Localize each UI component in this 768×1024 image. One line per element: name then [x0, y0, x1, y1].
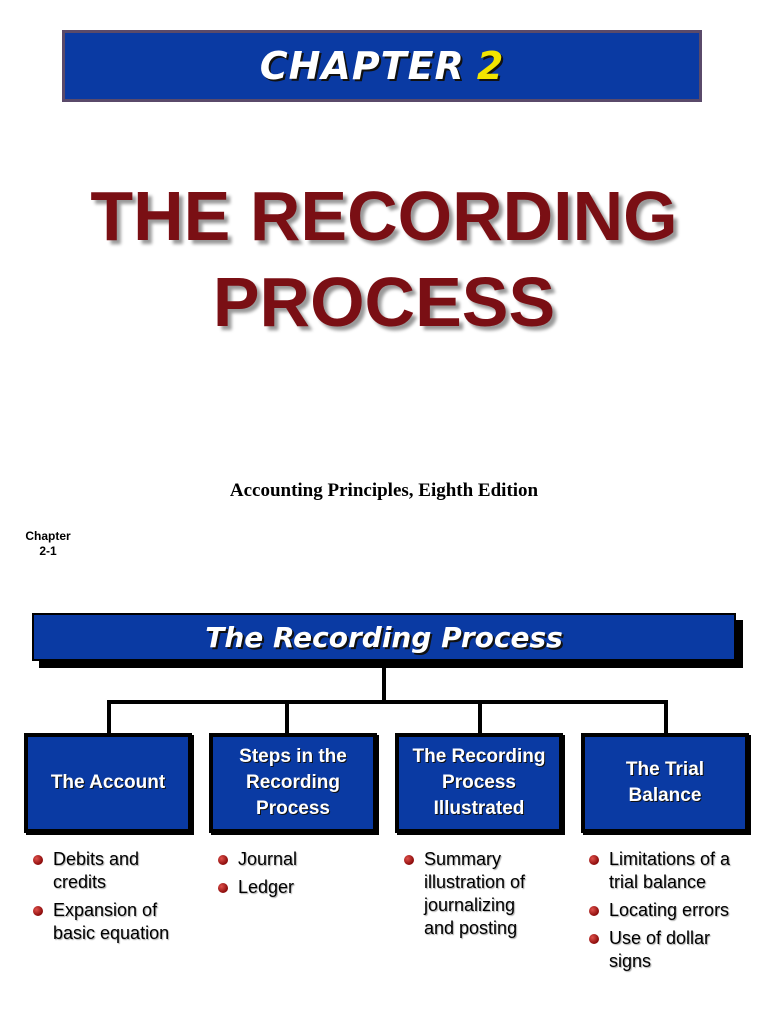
bullet-icon [33, 855, 43, 865]
connector-horizontal [107, 700, 668, 704]
connector-drop-4 [664, 700, 668, 733]
bullet-icon [589, 906, 599, 916]
topic-label: The Trial Balance [625, 759, 705, 806]
bullet-text: Journal [238, 849, 298, 869]
connector-drop-3 [478, 700, 482, 733]
bullet-icon [33, 906, 43, 916]
connector-drop-1 [107, 700, 111, 733]
bullet-text: Expansion of basic equation [53, 900, 170, 943]
chapter-word: CHAPTER [259, 44, 465, 88]
bullet-icon [404, 855, 414, 865]
topic-box-recording-illustrated: The Recording Process Illustrated [395, 733, 563, 833]
bullet-text: Debits and credits [53, 849, 140, 892]
bullet-icon [589, 855, 599, 865]
bullet-icon [218, 855, 228, 865]
bullet-icon [589, 934, 599, 944]
bullet-list-trial-balance: Limitations of a trial balance Locating … [587, 848, 765, 978]
list-item: Limitations of a trial balance [587, 848, 765, 894]
chapter-number: 2 [476, 44, 505, 88]
list-item: Summary illustration of journalizing and… [402, 848, 572, 940]
banner-title: The Recording Process [205, 620, 563, 654]
bullet-text: Locating errors [609, 900, 730, 920]
list-item: Debits and credits [31, 848, 201, 894]
slide-number: Chapter 2-1 [24, 529, 72, 559]
book-title: Accounting Principles, Eighth Edition [229, 480, 539, 501]
bullet-text: Ledger [238, 877, 295, 897]
list-item: Use of dollar signs [587, 927, 765, 973]
topic-box-trial-balance: The Trial Balance [581, 733, 749, 833]
slide-number-label: Chapter [25, 529, 71, 543]
bullet-text: Summary illustration of journalizing and… [424, 849, 526, 938]
topic-box-steps-in-recording: Steps in the Recording Process [209, 733, 377, 833]
bullet-list-steps: Journal Ledger [216, 848, 386, 904]
list-item: Expansion of basic equation [31, 899, 201, 945]
topic-box-the-account: The Account [24, 733, 192, 833]
topic-label: The Recording Process Illustrated [412, 746, 546, 819]
topic-label: The Account [50, 772, 166, 793]
bullet-list-illustrated: Summary illustration of journalizing and… [402, 848, 572, 945]
connector-vertical-main [382, 668, 386, 702]
connector-drop-2 [285, 700, 289, 733]
topic-label: Steps in the Recording Process [239, 746, 347, 819]
list-item: Ledger [216, 876, 386, 899]
bullet-icon [218, 883, 228, 893]
title-line-2: PROCESS [212, 263, 556, 341]
list-item: Locating errors [587, 899, 765, 922]
bullet-text: Use of dollar signs [609, 928, 711, 971]
bullet-text: Limitations of a trial balance [609, 849, 731, 892]
list-item: Journal [216, 848, 386, 871]
slide-number-value: 2-1 [39, 544, 57, 558]
recording-process-banner: The Recording Process [32, 613, 736, 661]
title-line-1: THE RECORDING [90, 177, 678, 255]
bullet-list-the-account: Debits and credits Expansion of basic eq… [31, 848, 201, 950]
